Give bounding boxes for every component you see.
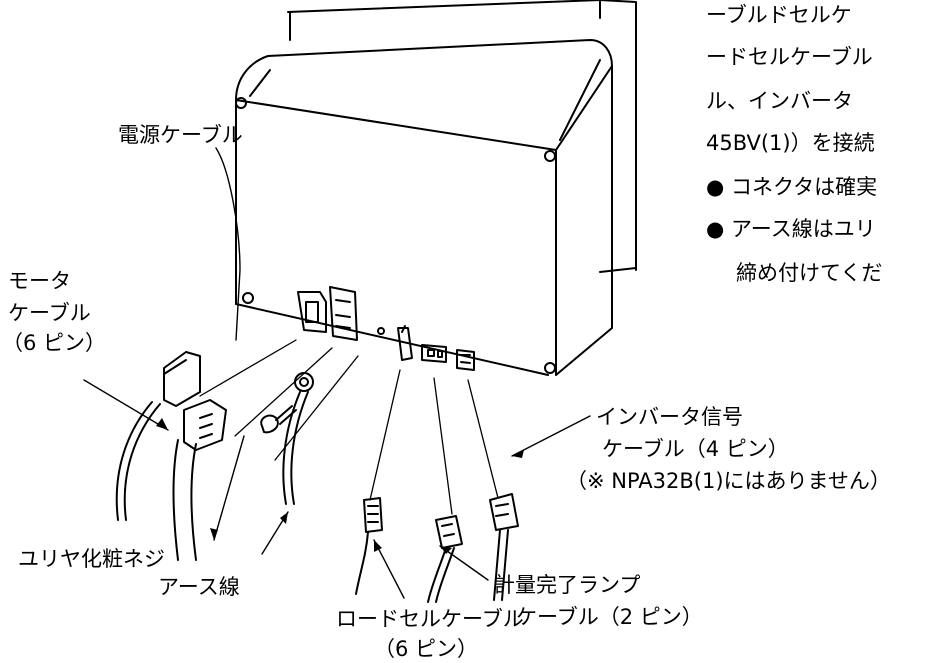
inverter-cable-drawing (489, 493, 519, 601)
label-loadcell-cable-1: ロードセルケーブル (336, 607, 524, 631)
leader-lines (199, 339, 499, 515)
label-earth-wire: アース線 (158, 575, 240, 599)
label-inverter-cable-2: ケーブル（4 ピン） (602, 437, 789, 461)
side-text-line-2: ードセルケーブル (706, 45, 873, 69)
label-loadcell-cable-2: （6 ピン） (374, 637, 479, 661)
label-motor-cable-1: モータ (8, 269, 71, 293)
loadcell-cable-drawing (355, 497, 383, 595)
label-inverter-note: （※ NPA32B(1)にはありません） (566, 469, 891, 493)
controller-box (235, 39, 613, 376)
label-power-cable: 電源ケーブル (118, 123, 243, 147)
front-panel (287, 0, 637, 273)
side-text-bullet-2-cont: 締め付けてくだ (736, 261, 883, 285)
label-motor-cable-3: （6 ピン） (2, 331, 107, 355)
callout-lines (83, 147, 591, 599)
side-text-line-1: ーブルドセルケ (706, 3, 852, 27)
side-text-line-4: 45BV(1)）を接続 (706, 131, 875, 155)
earth-wire-drawing (282, 372, 314, 505)
label-screw: ユリヤ化粧ネジ (18, 547, 165, 571)
side-text-line-3: ル、インバータ (706, 89, 853, 113)
lamp-cable-drawing (427, 515, 463, 603)
motor-cable-drawing (115, 351, 201, 521)
label-inverter-cable-1: インバータ信号 (596, 405, 743, 429)
side-text-bullet-1: ● コネクタは確実 (706, 175, 878, 199)
arrowheads (156, 418, 524, 554)
six-pin-plug-drawing (172, 399, 227, 561)
back-connectors (297, 286, 475, 371)
label-lamp-cable-1: 計量完了ランプ (494, 573, 641, 597)
label-motor-cable-2: ケーブル (8, 301, 91, 325)
box-screws (235, 97, 556, 374)
label-lamp-cable-2: ケーブル（2 ピン） (516, 605, 703, 629)
side-text-bullet-2: ● アース線はユリ (706, 217, 876, 241)
